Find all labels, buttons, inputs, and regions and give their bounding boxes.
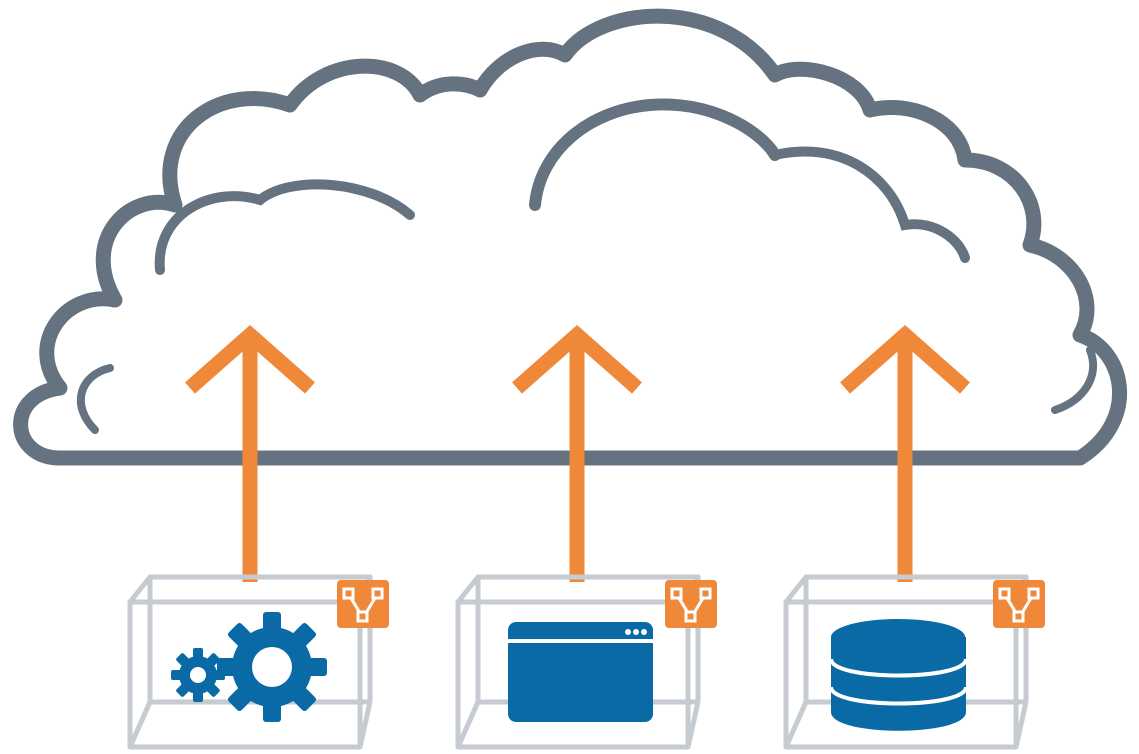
cloud-inner-curve-right (770, 146, 970, 263)
database-container (786, 577, 1047, 747)
cloud-inner-curve-left (154, 179, 415, 275)
cloud-inner-curve-center (529, 98, 781, 211)
cloud-inner-curve-far-left (76, 364, 114, 434)
network-share-icon (663, 578, 719, 630)
arrow-services-to-cloud (185, 324, 315, 582)
arrow-application-to-cloud (512, 324, 642, 582)
cloud-outline (13, 8, 1127, 466)
database-icon (829, 619, 968, 731)
services-container (130, 577, 391, 747)
application-container (458, 577, 719, 747)
gears-icon (171, 612, 327, 722)
network-share-icon (335, 578, 391, 630)
cloud-icon (13, 8, 1127, 466)
browser-window-icon (508, 622, 653, 722)
cloud-inner-curve-far-right (1051, 346, 1098, 414)
arrow-database-to-cloud (840, 324, 970, 582)
network-share-icon (991, 578, 1047, 630)
